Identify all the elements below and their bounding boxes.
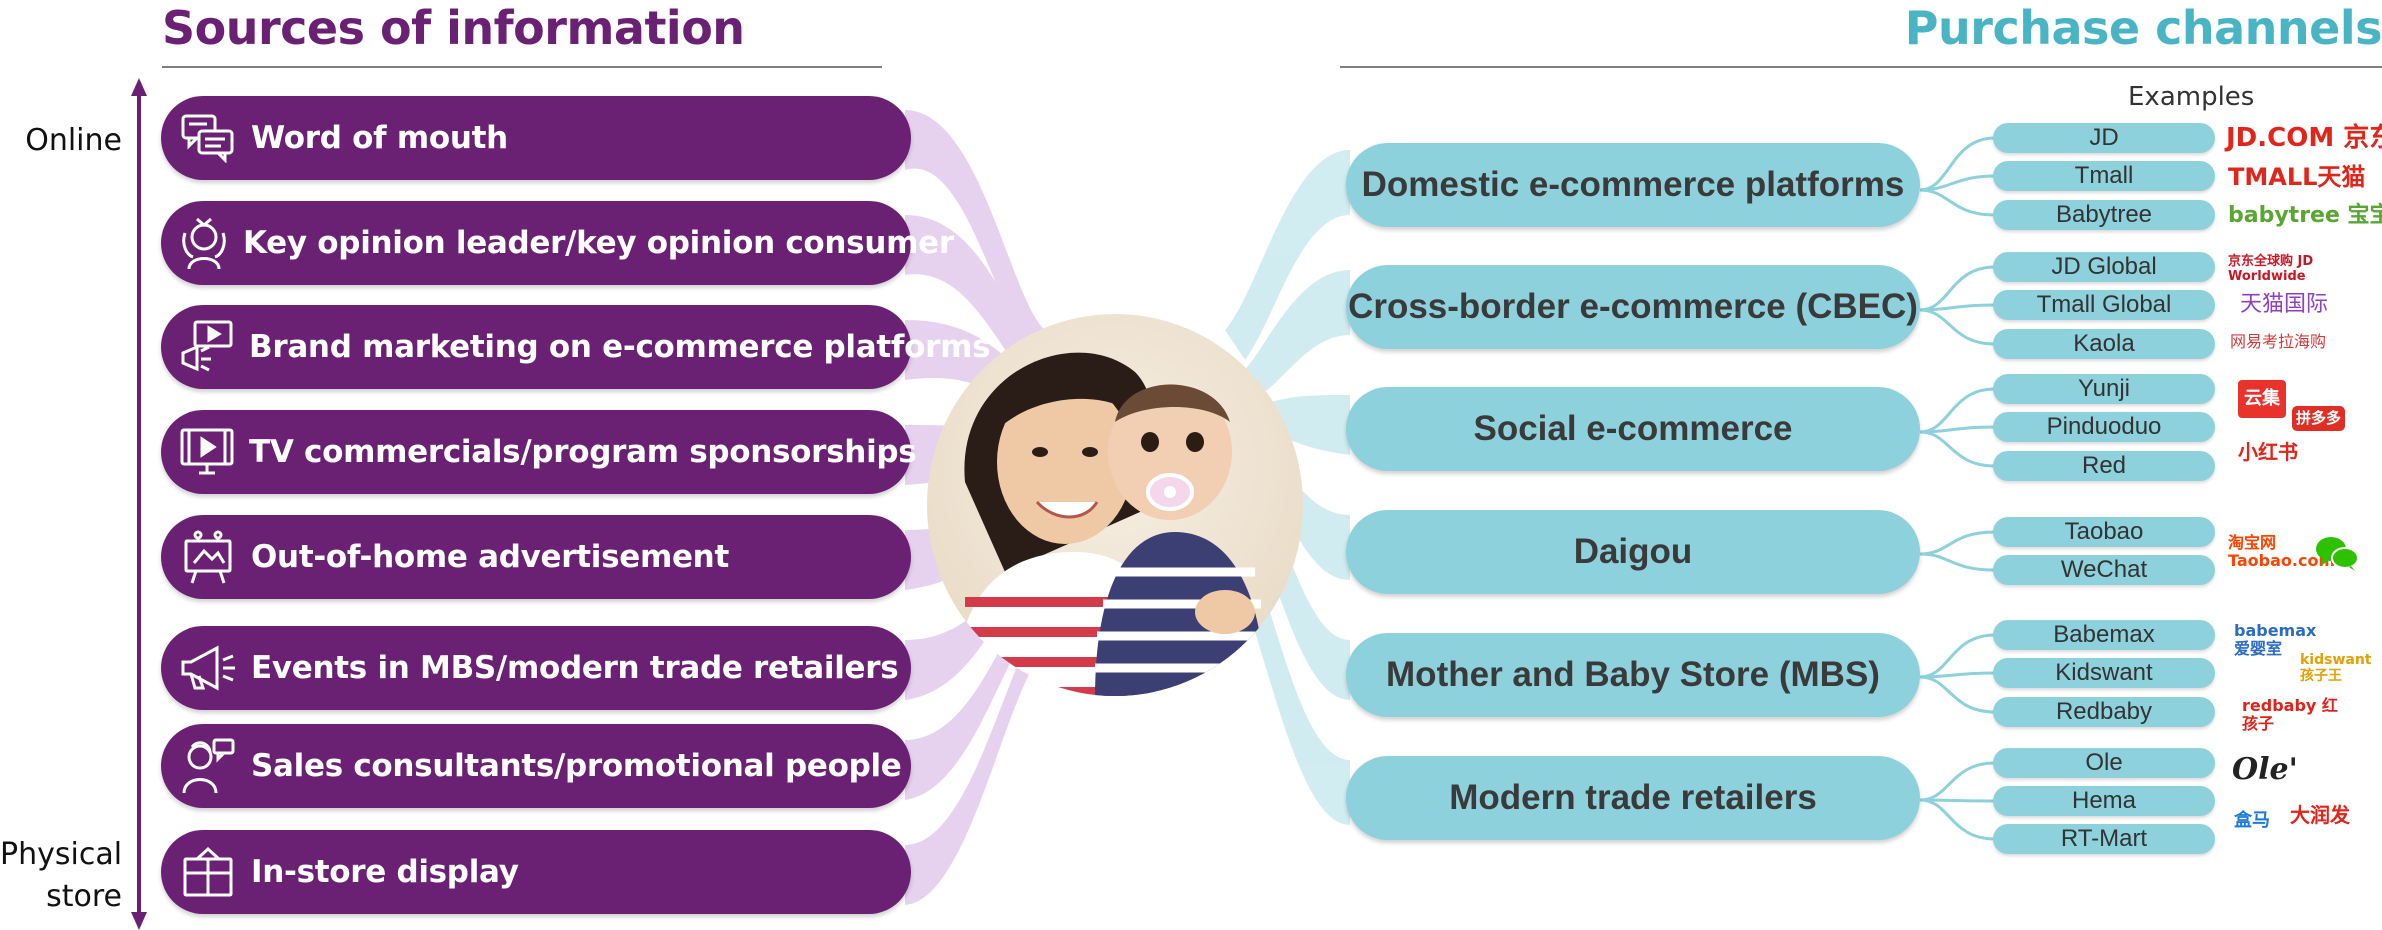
example-label: Redbaby bbox=[2055, 698, 2153, 725]
example-label: Red bbox=[2081, 452, 2127, 479]
example-label: JD Global bbox=[2051, 253, 2157, 280]
example-connectors bbox=[1919, 136, 1996, 841]
megaphone-icon bbox=[179, 639, 237, 697]
wechat-logo-icon bbox=[2316, 537, 2359, 571]
example-rt-mart: RT-Mart bbox=[1993, 824, 2215, 854]
example-label: Ole bbox=[2085, 749, 2123, 776]
left-title: Sources of information bbox=[162, 1, 745, 55]
example-pinduoduo: Pinduoduo bbox=[1993, 412, 2215, 442]
source-label: Brand marketing on e-commerce platforms bbox=[249, 329, 991, 365]
source-label: Out-of-home advertisement bbox=[251, 539, 729, 575]
example-label: Babytree bbox=[2055, 201, 2153, 228]
source-item-word-of-mouth: Word of mouth bbox=[161, 96, 911, 180]
example-babytree: Babytree bbox=[1993, 200, 2215, 230]
example-label: Hema bbox=[2071, 787, 2137, 814]
influencer-icon bbox=[179, 214, 229, 272]
example-hema: Hema bbox=[1993, 786, 2215, 816]
example-label: Tmall bbox=[2074, 162, 2134, 189]
example-label: Taobao bbox=[2064, 518, 2144, 545]
example-yunji: Yunji bbox=[1993, 374, 2215, 404]
tv-icon bbox=[179, 423, 235, 481]
tmall-global-logo: 天猫国际 bbox=[2240, 292, 2329, 317]
hema-logo: 盒马 bbox=[2234, 810, 2270, 831]
channel-social-ecommerce: Social e-commerce bbox=[1346, 387, 1920, 471]
example-label: Kaola bbox=[2073, 330, 2135, 357]
axis-double-arrow bbox=[131, 78, 147, 930]
source-item-out-of-home: Out-of-home advertisement bbox=[161, 515, 911, 599]
rtmart-logo: 大润发 bbox=[2290, 803, 2350, 827]
example-redbaby: Redbaby bbox=[1993, 697, 2215, 727]
pinduoduo-logo: 拼多多 bbox=[2292, 406, 2346, 431]
jd-logo: JD.COM 京东 bbox=[2226, 123, 2382, 153]
example-label: Tmall Global bbox=[2036, 291, 2172, 318]
source-item-sales-consultants: Sales consultants/promotional people bbox=[161, 724, 911, 808]
right-title: Purchase channels bbox=[1904, 1, 2382, 55]
left-title-underline bbox=[162, 66, 882, 68]
example-babemax: Babemax bbox=[1993, 620, 2215, 650]
axis-physical-label: Physical bbox=[0, 837, 123, 872]
source-label: Events in MBS/modern trade retailers bbox=[251, 650, 899, 686]
channel-label: Cross-border e-commerce (CBEC) bbox=[1348, 287, 1918, 326]
channel-daigou: Daigou bbox=[1346, 510, 1920, 594]
examples-header: Examples bbox=[2128, 82, 2255, 112]
example-wechat: WeChat bbox=[1993, 555, 2215, 585]
example-label: JD bbox=[2089, 124, 2119, 151]
channel-label: Domestic e-commerce platforms bbox=[1361, 165, 1905, 204]
source-item-tv: TV commercials/program sponsorships bbox=[161, 410, 917, 494]
redbaby-logo: redbaby 红孩子 bbox=[2242, 696, 2338, 733]
right-title-underline bbox=[1340, 66, 2382, 68]
source-item-events: Events in MBS/modern trade retailers bbox=[161, 626, 911, 710]
jd-global-logo: 京东全球购 JD Worldwide bbox=[2228, 254, 2314, 284]
ole-logo: Ole' bbox=[2232, 752, 2298, 787]
source-label: Sales consultants/promotional people bbox=[251, 748, 902, 784]
source-label: In-store display bbox=[251, 854, 519, 890]
example-kaola: Kaola bbox=[1993, 329, 2215, 359]
axis-online-label: Online bbox=[25, 123, 122, 158]
consultant-icon bbox=[179, 737, 237, 795]
taobao-logo: 淘宝网 Taobao.com bbox=[2228, 533, 2336, 570]
channel-mbs: Mother and Baby Store (MBS) bbox=[1346, 633, 1920, 717]
channel-cbec: Cross-border e-commerce (CBEC) bbox=[1346, 265, 1920, 349]
example-label: RT-Mart bbox=[2060, 825, 2148, 852]
megaphone-screen-icon bbox=[179, 318, 235, 376]
example-label: Pinduoduo bbox=[2046, 413, 2162, 440]
source-item-brand-marketing: Brand marketing on e-commerce platforms bbox=[161, 305, 991, 389]
shelf-display-icon bbox=[179, 843, 237, 901]
example-label: Babemax bbox=[2053, 621, 2155, 648]
babemax-logo: babemax 爱婴室 bbox=[2234, 621, 2317, 658]
example-red: Red bbox=[1993, 451, 2215, 481]
example-kidswant: Kidswant bbox=[1993, 658, 2215, 688]
example-tmall: Tmall bbox=[1993, 161, 2215, 191]
kaola-logo: 网易考拉海购 bbox=[2230, 332, 2327, 351]
example-ole: Ole bbox=[1993, 748, 2215, 778]
kidswant-logo: kidswant 孩子王 bbox=[2300, 652, 2372, 684]
tmall-logo: TMALL天猫 bbox=[2228, 163, 2366, 191]
example-label: WeChat bbox=[2060, 556, 2148, 583]
example-taobao: Taobao bbox=[1993, 517, 2215, 547]
source-item-in-store-display: In-store display bbox=[161, 830, 911, 914]
source-label: Word of mouth bbox=[251, 120, 508, 156]
mother-baby-photo bbox=[927, 314, 1303, 696]
channel-label: Daigou bbox=[1573, 532, 1693, 571]
example-label: Kidswant bbox=[2055, 659, 2153, 686]
source-item-kol: Key opinion leader/key opinion consumer bbox=[161, 201, 954, 285]
billboard-icon bbox=[179, 528, 237, 586]
right-fan bbox=[1220, 150, 1350, 825]
channel-label: Mother and Baby Store (MBS) bbox=[1386, 655, 1880, 694]
source-label: TV commercials/program sponsorships bbox=[249, 434, 917, 470]
channel-label: Modern trade retailers bbox=[1449, 778, 1817, 817]
source-label: Key opinion leader/key opinion consumer bbox=[243, 225, 954, 261]
example-jd-global: JD Global bbox=[1993, 252, 2215, 282]
example-jd: JD bbox=[1993, 123, 2215, 153]
channel-domestic-ecommerce: Domestic e-commerce platforms bbox=[1346, 143, 1920, 227]
example-tmall-global: Tmall Global bbox=[1993, 290, 2215, 320]
chat-bubbles-icon bbox=[179, 109, 237, 167]
yunji-logo: 云集 bbox=[2238, 380, 2286, 418]
babytree-logo: babytree 宝宝树 bbox=[2228, 203, 2382, 228]
channel-label: Social e-commerce bbox=[1473, 409, 1793, 448]
axis-store-label: store bbox=[46, 879, 122, 914]
channel-modern-trade: Modern trade retailers bbox=[1346, 756, 1920, 840]
example-label: Yunji bbox=[2077, 375, 2131, 402]
red-logo: 小红书 bbox=[2238, 440, 2298, 464]
